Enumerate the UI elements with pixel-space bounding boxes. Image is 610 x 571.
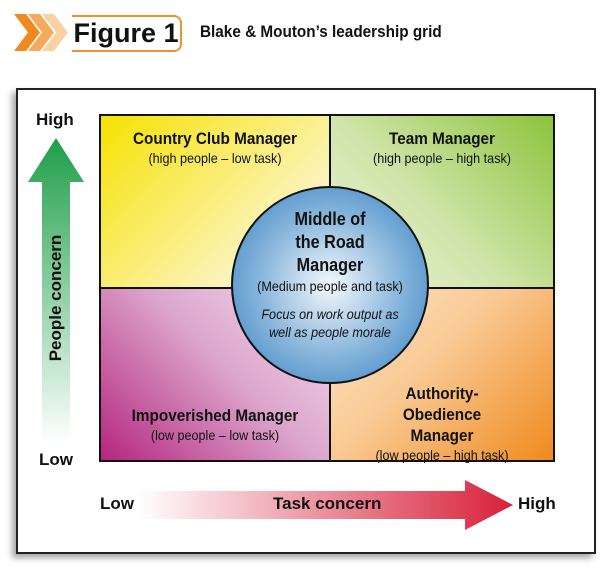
chevron-icon [14,14,68,51]
quadrant-subtitle: (low people – low task) [150,427,280,443]
task-concern-arrow [138,480,513,530]
center-subtitle: (Medium people and task) [257,278,403,294]
x-axis-low: Low [100,494,134,513]
quadrant-title: Team Manager [388,129,496,148]
y-axis-high: High [36,110,74,129]
center-title-line: Manager [296,255,364,275]
quadrant-subtitle: (high people – low task) [148,150,282,166]
center-note-line: well as people morale [269,324,391,340]
center-note-line: Focus on work output as [261,306,399,322]
quadrant-title: Impoverished Manager [131,406,299,425]
people-concern-arrow [28,138,84,444]
quadrant-subtitle: (high people – high task) [372,150,511,166]
quadrant-title: Country Club Manager [132,129,298,148]
quadrant-subtitle: (low people – high task) [375,447,509,463]
y-axis-low: Low [39,450,73,469]
figure-label: Figure 1 [72,15,182,52]
y-axis-label: People concern [46,234,65,362]
x-axis-high: High [518,494,556,513]
center-title-line: Middle of [294,209,366,229]
x-axis-label: Task concern [273,494,382,513]
middle-of-road-circle: Middle of the Road Manager (Medium peopl… [231,186,429,384]
figure-title: Blake & Mouton’s leadership grid [200,22,442,41]
center-title-line: the Road [295,232,365,252]
quadrant-title: Authority-Obedience Manager [402,384,482,445]
